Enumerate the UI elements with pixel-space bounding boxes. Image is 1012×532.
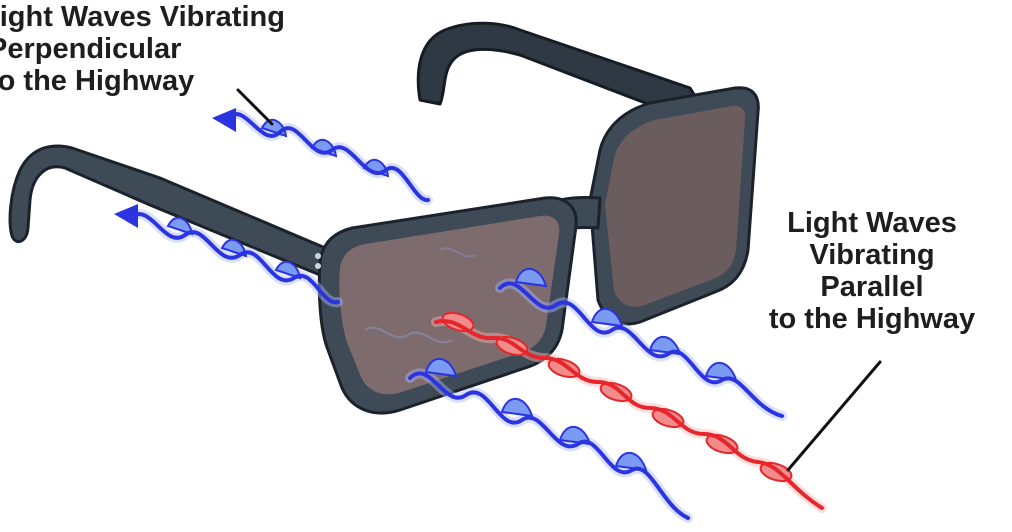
wave-arrowhead (212, 108, 236, 132)
parallel-label-line-1: Light Waves (787, 207, 957, 239)
perpendicular-label-line-1: Light Waves Vibrating (0, 1, 285, 33)
parallel-label-line-2: Vibrating (809, 239, 934, 271)
blue-wave (410, 373, 688, 518)
perpendicular-label-line-3: to the Highway (0, 65, 194, 97)
wave-arrowhead (114, 204, 138, 228)
parallel-label-line-3: Parallel (820, 271, 923, 303)
blue-wave-lobe (616, 453, 646, 470)
blue-wave-lobe (502, 399, 532, 416)
hinge-screw (315, 263, 321, 269)
parallel-label-pointer (788, 362, 880, 470)
parallel-label-line-4: to the Highway (769, 303, 975, 335)
near-temple-arm (10, 146, 330, 275)
perpendicular-label-line-2: Perpendicular (0, 33, 181, 65)
hinge-screw (315, 253, 321, 259)
